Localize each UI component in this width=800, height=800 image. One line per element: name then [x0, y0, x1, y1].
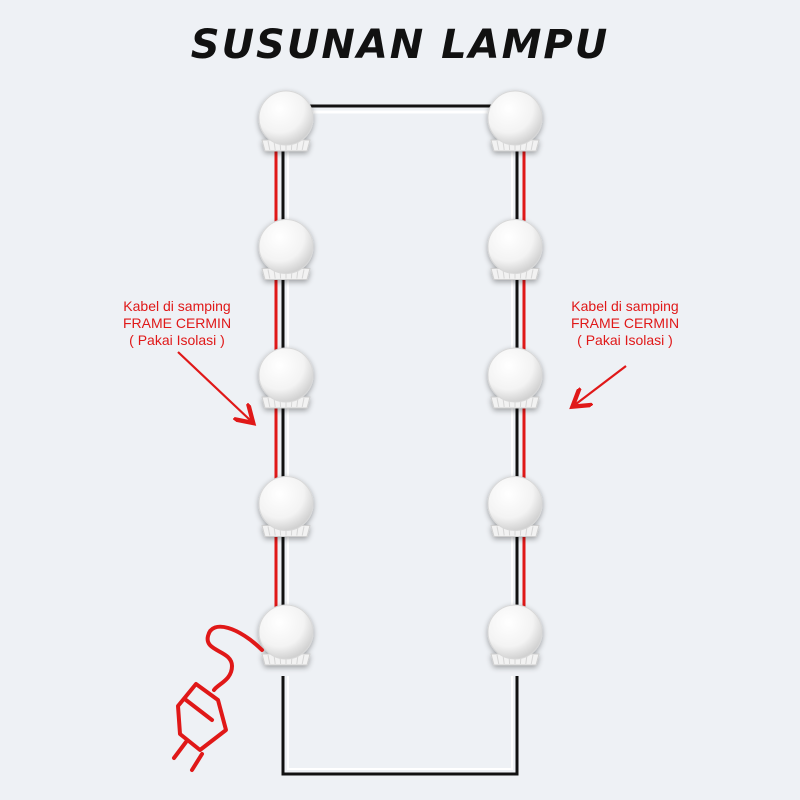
globe-bulb-icon: [258, 476, 314, 537]
annotation-line: Kabel di samping: [571, 298, 679, 314]
globe-bulb-icon: [258, 90, 314, 152]
globe-bulb-icon: [487, 347, 543, 409]
annotation-line: FRAME CERMIN: [122, 315, 232, 331]
arrow-icon: [177, 351, 250, 420]
globe-bulb-icon: [487, 219, 543, 280]
bulbs: [258, 90, 543, 666]
globe-bulb-icon: [258, 347, 314, 409]
diagram-title: SUSUNAN LAMPU: [190, 22, 610, 68]
globe-bulb-icon: [487, 476, 543, 537]
annotation-line: ( Pakai Isolasi ): [129, 332, 225, 348]
annotation-line: FRAME CERMIN: [570, 315, 680, 331]
power-plug-icon: [172, 624, 264, 772]
globe-bulb-icon: [258, 219, 314, 280]
annotation-left: Kabel di samping FRAME CERMIN ( Pakai Is…: [92, 298, 262, 349]
bottom-loop-wire: [281, 676, 519, 776]
globe-bulb-icon: [258, 604, 314, 666]
globe-bulb-icon: [487, 604, 543, 666]
wiring: [274, 104, 526, 776]
annotation-line: Kabel di samping: [123, 298, 231, 314]
annotation-right: Kabel di samping FRAME CERMIN ( Pakai Is…: [540, 298, 710, 349]
globe-bulb-icon: [487, 90, 543, 152]
annotation-line: ( Pakai Isolasi ): [577, 332, 673, 348]
arrow-icon: [576, 365, 627, 404]
